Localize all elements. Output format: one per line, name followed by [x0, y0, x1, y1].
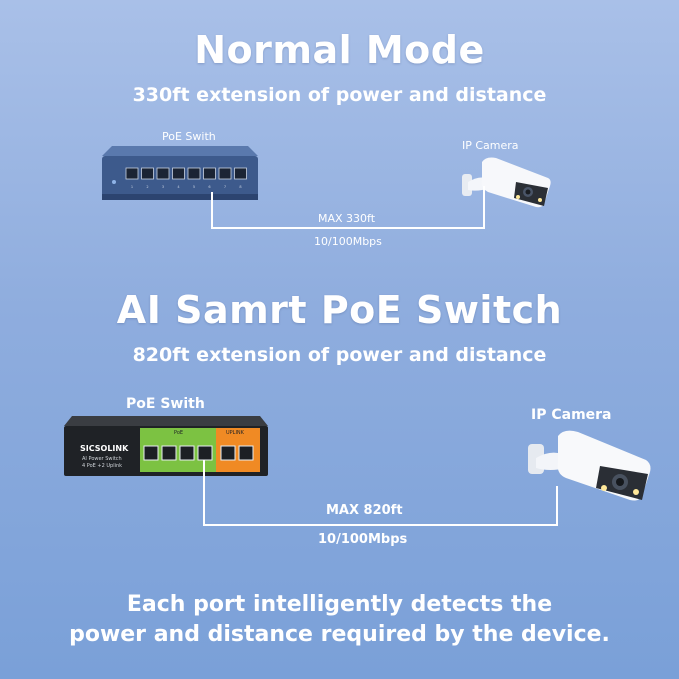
normal-switch-port — [203, 167, 216, 180]
ai-switch-subtitle: 820ft extension of power and distance — [132, 344, 547, 366]
ai-speed-label: 10/100Mbps — [318, 532, 408, 547]
normal-switch-port-number: 8 — [239, 185, 241, 189]
ai-switch-product-line2: 4 PoE +2 Uplink — [82, 463, 123, 469]
ai-switch-poe-label: PoE — [174, 430, 184, 436]
ai-switch-label: PoE Swith — [126, 396, 205, 412]
normal-speed-label: 10/100Mbps — [314, 235, 382, 248]
ai-switch-uplink-port — [220, 445, 236, 461]
ai-switch-brand: SICSOLINK — [80, 444, 129, 453]
ai-switch-body — [64, 416, 268, 476]
ai-poe-switch: SICSOLINK AI Power Switch 4 PoE +2 Uplin… — [64, 416, 268, 480]
ai-switch-poe-port — [197, 445, 213, 461]
ai-ip-camera-image — [528, 430, 651, 501]
normal-switch-port-number: 7 — [224, 185, 226, 189]
normal-cable-vertical — [211, 192, 213, 228]
normal-mode-subtitle: 330ft extension of power and distance — [132, 84, 547, 106]
normal-poe-switch-image: 1 2 3 4 5 6 7 8 — [102, 146, 258, 200]
footer-line-1: Each port intelligently detects the — [126, 592, 553, 617]
normal-switch-port — [172, 167, 185, 180]
ai-switch-poe-port — [143, 445, 159, 461]
ai-switch-uplink-port — [238, 445, 254, 461]
normal-distance-label: MAX 330ft — [318, 212, 376, 225]
normal-switch-port — [141, 167, 154, 180]
ai-cable-vertical — [203, 460, 205, 526]
normal-switch-port — [234, 167, 247, 180]
normal-switch-port-number: 4 — [177, 185, 180, 189]
footer-line-2: power and distance required by the devic… — [69, 622, 610, 647]
normal-switch-port-number: 1 — [131, 185, 133, 189]
ai-switch-poe-port — [179, 445, 195, 461]
normal-camera-label: IP Camera — [462, 139, 519, 152]
ai-cable-horizontal — [203, 524, 558, 526]
ai-camera-label: IP Camera — [531, 407, 612, 423]
normal-switch-port-number: 3 — [162, 185, 164, 189]
ai-switch-uplink-label: UPLINK — [226, 430, 244, 436]
normal-switch-port-number: 5 — [193, 185, 195, 189]
normal-switch-port — [156, 167, 170, 180]
normal-cable-horizontal — [211, 227, 485, 229]
normal-switch-label: PoE Swith — [162, 130, 216, 143]
normal-mode-title: Normal Mode — [194, 28, 485, 72]
normal-switch-port-number: 6 — [208, 185, 210, 189]
normal-switch-port — [125, 167, 139, 180]
normal-cable-to-camera — [483, 186, 485, 229]
normal-switch-port-number: 2 — [146, 185, 148, 189]
normal-switch-port — [187, 167, 201, 180]
ai-switch-title: AI Samrt PoE Switch — [116, 288, 563, 332]
ai-switch-poe-port — [161, 445, 177, 461]
ai-cable-to-camera — [556, 486, 558, 526]
ai-switch-product-line1: AI Power Switch — [82, 456, 122, 462]
normal-ip-camera-image — [462, 157, 551, 208]
ai-distance-label: MAX 820ft — [326, 503, 403, 518]
normal-switch-port — [218, 167, 232, 180]
